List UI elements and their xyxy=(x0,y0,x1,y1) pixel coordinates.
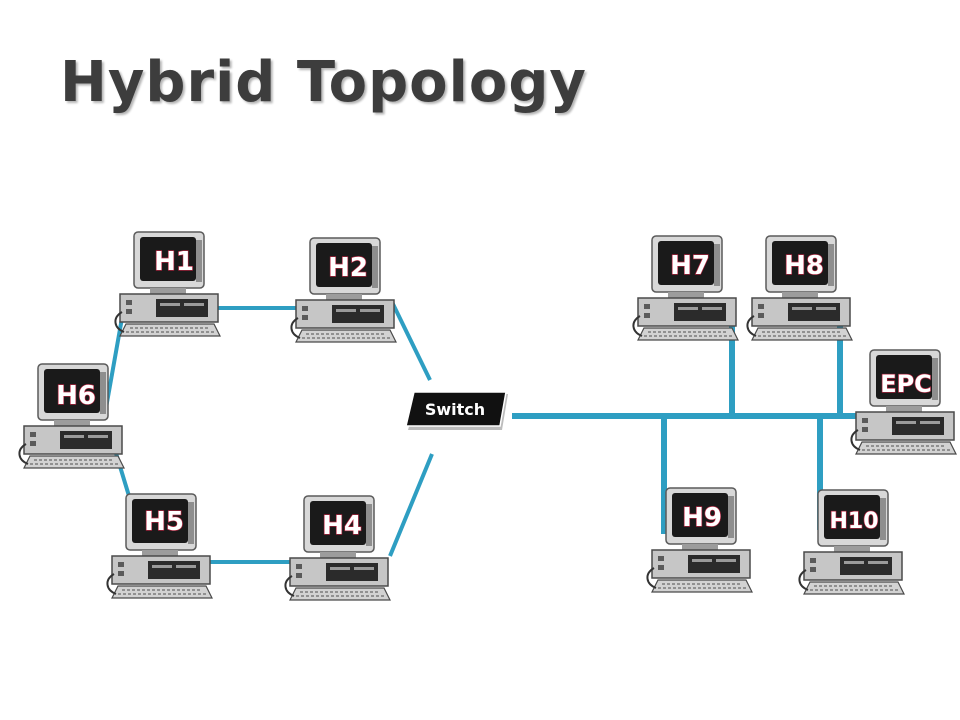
host-h10: H10 xyxy=(798,489,905,595)
host-h4: H4 xyxy=(284,495,391,601)
host-h9: H9 xyxy=(646,487,753,593)
desktop-computer-icon xyxy=(18,363,126,469)
host-h6: H6 xyxy=(18,363,126,469)
host-h5: H5 xyxy=(106,493,213,599)
desktop-computer-icon xyxy=(850,349,957,455)
host-label-h9: H9 xyxy=(682,503,722,533)
host-label-epc: EPC xyxy=(880,370,932,398)
host-label-h7: H7 xyxy=(670,251,710,281)
host-label-h8: H8 xyxy=(784,251,824,281)
host-h2: H2 xyxy=(290,237,397,343)
link-h2-switch xyxy=(390,301,432,381)
host-h8: H8 xyxy=(746,235,853,341)
link-h4-switch xyxy=(388,453,434,557)
host-h1: H1 xyxy=(114,231,221,337)
desktop-computer-icon xyxy=(798,489,905,595)
host-label-h10: H10 xyxy=(829,509,878,534)
host-h7: H7 xyxy=(632,235,739,341)
page-title: Hybrid Topology xyxy=(60,50,587,115)
host-label-h2: H2 xyxy=(328,253,368,283)
host-label-h5: H5 xyxy=(144,507,184,537)
host-label-h4: H4 xyxy=(322,511,362,541)
host-label-h1: H1 xyxy=(154,247,194,277)
switch-label: Switch xyxy=(425,400,485,419)
host-label-h6: H6 xyxy=(56,381,96,411)
network-switch: Switch xyxy=(405,391,508,430)
host-epc: EPC xyxy=(850,349,957,455)
